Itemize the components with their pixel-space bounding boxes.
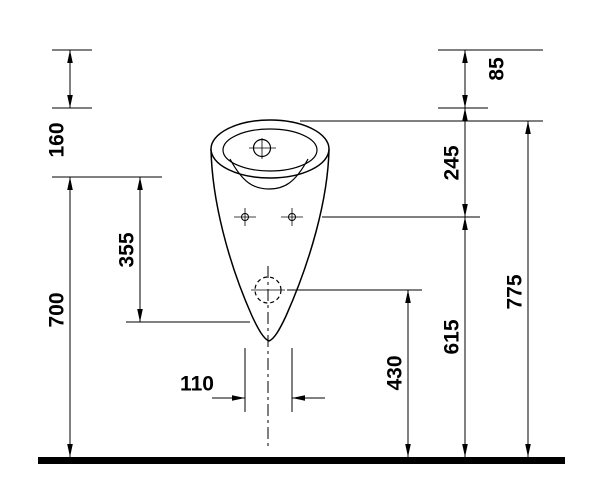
arrowhead	[462, 204, 468, 217]
arrowhead	[67, 95, 73, 108]
arrowhead	[405, 444, 411, 457]
arrowhead	[462, 50, 468, 63]
dimension-labels: 160 700 355 110 85 245 615 430 775	[44, 55, 529, 397]
arrowhead	[462, 95, 468, 108]
arrowhead	[232, 395, 245, 401]
dim-label-615: 615	[441, 319, 464, 354]
arrowhead	[67, 444, 73, 457]
dim-label-85: 85	[486, 57, 509, 81]
arrowhead	[525, 121, 531, 134]
arrowhead	[525, 444, 531, 457]
dim-label-110: 110	[180, 373, 214, 396]
floor-line	[38, 457, 565, 464]
dim-label-245: 245	[441, 145, 464, 180]
arrowhead	[67, 177, 73, 190]
arrowhead	[67, 50, 73, 63]
dim-label-430: 430	[384, 355, 407, 390]
arrowhead	[292, 395, 305, 401]
urinal	[210, 119, 330, 446]
dim-label-355: 355	[116, 232, 139, 267]
arrowhead	[462, 444, 468, 457]
urinal-rim-inner	[222, 128, 318, 172]
arrowhead	[462, 108, 468, 121]
dim-label-775: 775	[504, 274, 527, 309]
dim-label-160: 160	[46, 122, 69, 157]
dim-label-700: 700	[46, 292, 69, 327]
arrowhead	[137, 177, 143, 190]
arrowhead	[462, 217, 468, 230]
arrowhead	[137, 309, 143, 322]
urinal-body-outline	[210, 148, 330, 342]
floor	[38, 457, 565, 464]
arrowhead	[405, 290, 411, 303]
basin-curve	[229, 158, 309, 190]
